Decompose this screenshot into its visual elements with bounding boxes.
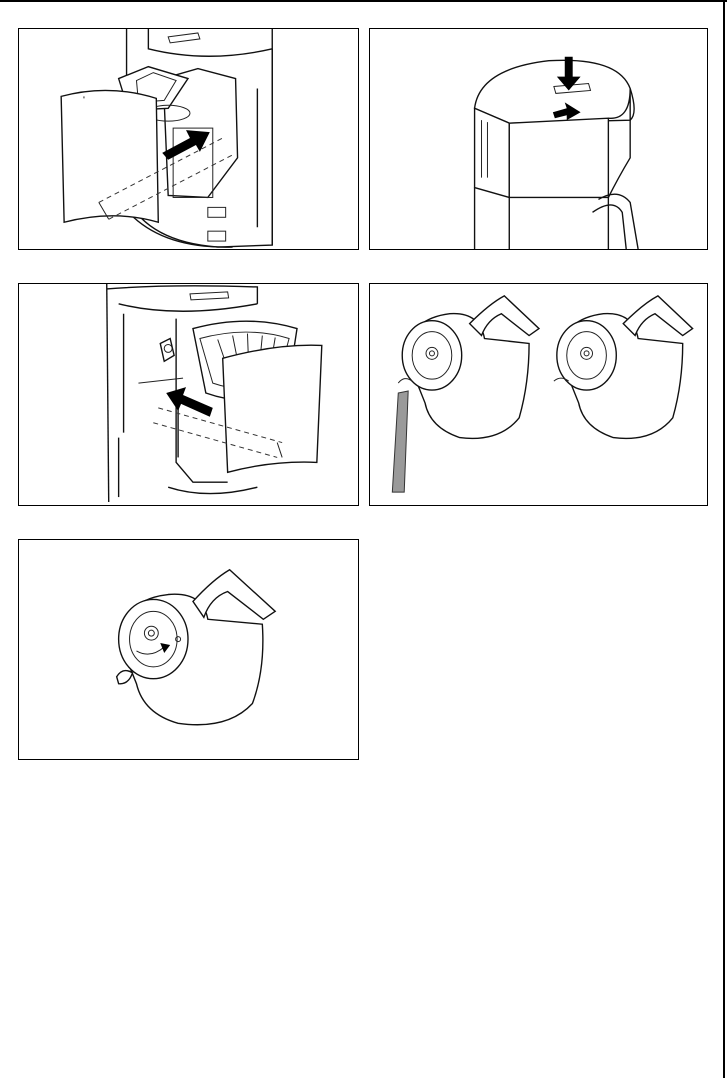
carafe-lid-turn-close-illustration: [19, 540, 358, 759]
figure-3-close-filter: [18, 283, 359, 506]
carafe-pour-open-closed-illustration: [370, 284, 707, 505]
figure-4-carafe-pour: [369, 283, 708, 506]
press-lid-button-arrow-illustration: [370, 29, 707, 249]
figure-5-carafe-lid: [18, 539, 359, 760]
close-swing-filter-arrow-illustration: [19, 284, 358, 505]
page-right-rule: [723, 0, 725, 1078]
figure-2-press-lid: [369, 28, 708, 250]
figure-1-open-filter: [18, 28, 359, 250]
open-swing-filter-arrow-illustration: [19, 29, 358, 249]
page-top-rule: [0, 0, 727, 2]
